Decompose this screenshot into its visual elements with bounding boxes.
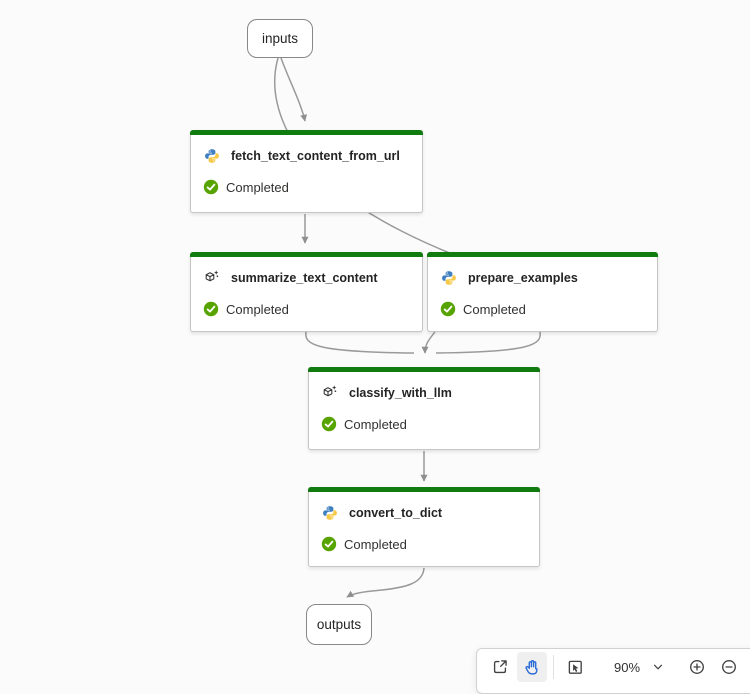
zoom-out-button[interactable] [714, 652, 744, 682]
completed-check-icon [321, 536, 337, 552]
node-prepare_examples[interactable]: prepare_examples Completed [427, 252, 658, 332]
fit-to-screen-button[interactable] [485, 652, 515, 682]
node-inputs-label: inputs [261, 31, 299, 46]
completed-check-icon [203, 179, 219, 195]
zoom-level-value: 90% [614, 659, 641, 675]
python-icon [440, 269, 458, 287]
completed-check-icon [440, 301, 456, 317]
llm-sparkle-icon [203, 269, 221, 287]
node-status-bar [308, 487, 540, 492]
pan-hand-icon [523, 658, 541, 676]
select-pointer-icon [566, 658, 584, 676]
node-status-label: Completed [344, 536, 407, 552]
node-status-bar [190, 252, 423, 257]
zoom-in-icon [688, 658, 706, 676]
node-status-label: Completed [226, 301, 289, 317]
node-status-label: Completed [226, 179, 289, 195]
node-status-bar [308, 367, 540, 372]
node-status-label: Completed [344, 416, 407, 432]
node-outputs-label: outputs [316, 617, 362, 632]
chevron-down-icon [652, 661, 664, 673]
node-status-bar [190, 130, 423, 135]
completed-check-icon [203, 301, 219, 317]
node-status-bar [427, 252, 658, 257]
node-outputs[interactable]: outputs [306, 604, 372, 645]
node-title: convert_to_dict [349, 506, 443, 520]
python-icon [203, 147, 221, 165]
node-status-label: Completed [463, 301, 526, 317]
llm-sparkle-icon [321, 384, 339, 402]
canvas-toolbar: 90% [476, 648, 750, 694]
node-summarize_text_content[interactable]: summarize_text_content Completed [190, 252, 423, 332]
select-tool-button[interactable] [560, 652, 590, 682]
fit-to-screen-icon [491, 658, 509, 676]
zoom-out-icon [720, 658, 738, 676]
python-icon [321, 504, 339, 522]
zoom-in-button[interactable] [682, 652, 712, 682]
edge-prepare_examples-classify_with_llm [435, 331, 541, 354]
node-title: fetch_text_content_from_url [231, 149, 400, 163]
node-classify_with_llm[interactable]: classify_with_llm Completed [308, 367, 540, 450]
completed-check-icon [321, 416, 337, 432]
node-title: prepare_examples [468, 271, 578, 285]
node-title: classify_with_llm [349, 386, 452, 400]
edge-summarize_text_content-classify_with_llm [305, 331, 415, 354]
zoom-level-dropdown[interactable]: 90% [608, 652, 670, 682]
toolbar-divider [553, 655, 554, 679]
node-fetch_text_content_from_url[interactable]: fetch_text_content_from_url Completed [190, 130, 423, 213]
node-inputs[interactable]: inputs [247, 19, 313, 58]
pan-tool-button[interactable] [517, 652, 547, 682]
node-convert_to_dict[interactable]: convert_to_dict Completed [308, 487, 540, 567]
edge-convert_to_dict-outputs [346, 567, 425, 598]
edge-inputs-fetch_text_content_from_url [280, 57, 308, 122]
node-title: summarize_text_content [231, 271, 378, 285]
